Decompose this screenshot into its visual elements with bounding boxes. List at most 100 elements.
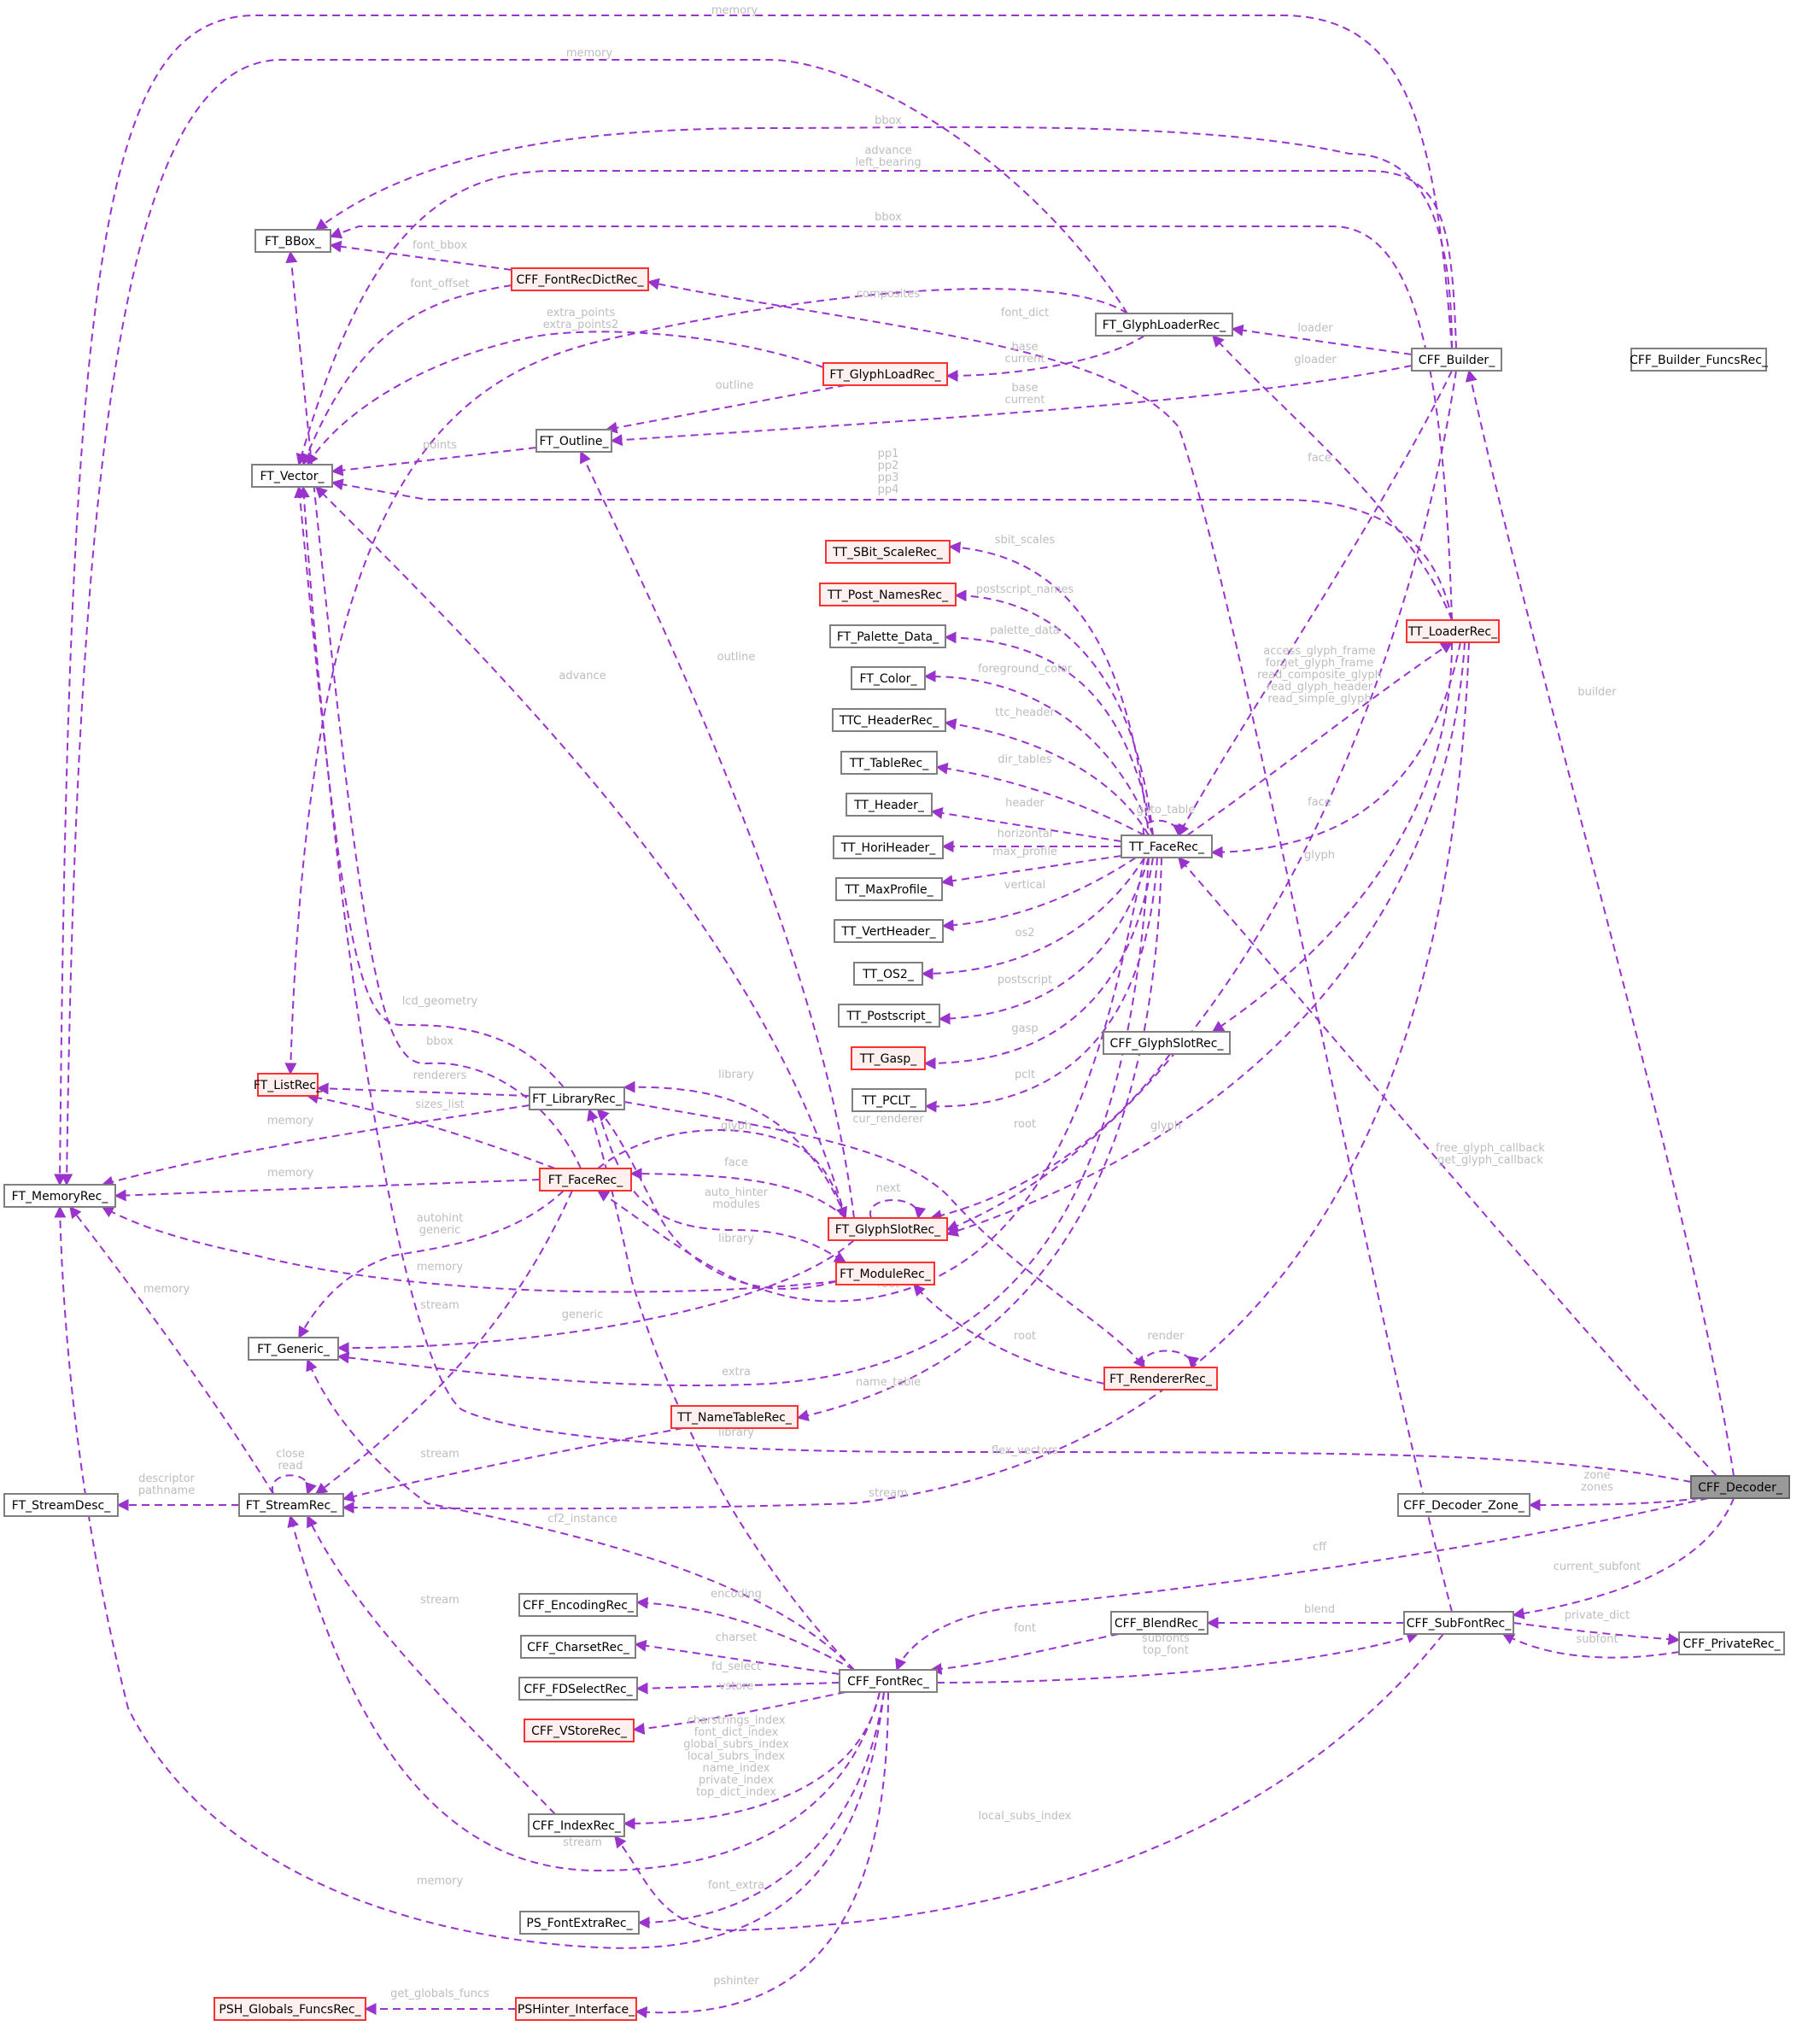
- node-ft-streamrec[interactable]: FT_StreamRec_: [238, 1493, 344, 1517]
- edge-label: loader: [1297, 322, 1333, 335]
- node-ft-rendererrec[interactable]: FT_RendererRec_: [1103, 1367, 1218, 1391]
- edge-cff-subfontrec-to-cff-fontrecdictrec: [647, 278, 1453, 1613]
- node-ft-bbox[interactable]: FT_BBox_: [255, 229, 331, 253]
- node-ttc-headerrec[interactable]: TTC_HeaderRec_: [832, 708, 946, 732]
- node-tt-facerec[interactable]: TT_FaceRec_: [1121, 834, 1213, 858]
- node-cff-builder[interactable]: CFF_Builder_: [1411, 348, 1502, 372]
- edge-tt-facerec-to-tt-vertheader: [941, 857, 1137, 932]
- node-cff-vstorerec[interactable]: CFF_VStoreRec_: [524, 1719, 635, 1742]
- edge-tt-facerec-to-tt-post-namesrec: [954, 589, 1154, 836]
- edge-label: os2: [1015, 927, 1035, 940]
- node-cff-glyphslotrec[interactable]: CFF_GlyphSlotRec_: [1103, 1031, 1231, 1055]
- edge-label: flex_vectors: [992, 1444, 1058, 1457]
- node-tt-header[interactable]: TT_Header_: [846, 793, 933, 817]
- edge-ft-streamrec-to-ft-streamrec: [271, 1474, 317, 1496]
- edge-ft-libraryrec-to-ft-memoryrec: [101, 1104, 530, 1188]
- edge-label: pclt: [1015, 1069, 1035, 1081]
- edge-label: library: [718, 1426, 754, 1439]
- node-box: [528, 1813, 625, 1837]
- node-ft-color[interactable]: FT_Color_: [851, 666, 926, 690]
- edge-cff-decoder-to-cff-fontrec: [895, 1497, 1709, 1672]
- node-cff-blendrec[interactable]: CFF_BlendRec_: [1110, 1611, 1208, 1635]
- edge-label: sbit_scales: [995, 534, 1056, 547]
- node-box: [520, 1635, 636, 1659]
- node-tt-os2[interactable]: TT_OS2_: [853, 962, 923, 986]
- node-ft-vector[interactable]: FT_Vector_: [251, 464, 333, 488]
- node-ft-glyphslotrec[interactable]: FT_GlyphSlotRec_: [828, 1217, 948, 1241]
- edge-tt-facerec-to-tt-loaderrec: [1186, 641, 1454, 836]
- node-cff-fontrec[interactable]: CFF_FontRec_: [839, 1669, 938, 1693]
- node-tt-tablerec[interactable]: TT_TableRec_: [840, 751, 938, 775]
- node-ft-facerec[interactable]: FT_FaceRec_: [539, 1168, 632, 1192]
- edge-label: dir_tables: [998, 753, 1052, 766]
- node-cff-fontrecdictrec[interactable]: CFF_FontRecDictRec_: [511, 267, 649, 291]
- node-tt-maxprofile[interactable]: TT_MaxProfile_: [835, 877, 943, 901]
- node-box: [853, 962, 923, 986]
- edges-layer: [54, 15, 1735, 2018]
- node-tt-gasp[interactable]: TT_Gasp_: [851, 1046, 926, 1070]
- node-ft-listrec[interactable]: FT_ListRec_: [254, 1073, 323, 1097]
- node-tt-post-namesrec[interactable]: TT_Post_NamesRec_: [819, 583, 957, 606]
- node-ft-glyphloadrec[interactable]: FT_GlyphLoadRec_: [822, 362, 948, 386]
- node-pshinter-interface[interactable]: PSHinter_Interface_: [515, 1997, 637, 2021]
- node-label: FT_GlyphLoadRec_: [829, 368, 941, 382]
- node-label: FT_Vector_: [260, 470, 325, 483]
- edge-cff-blendrec-to-cff-fontrec: [929, 1633, 1120, 1675]
- edge-label: root: [1014, 1118, 1036, 1131]
- node-tt-sbit-scalerec[interactable]: TT_SBit_ScaleRec_: [825, 540, 951, 564]
- node-cff-subfontrec[interactable]: CFF_SubFontRec_: [1403, 1611, 1514, 1635]
- node-tt-horiheader[interactable]: TT_HoriHeader_: [833, 835, 944, 859]
- edge-cff-fontrec-to-cff-charsetrec: [634, 1639, 840, 1675]
- node-psh-globals-funcsrec[interactable]: PSH_Globals_FuncsRec_: [214, 1997, 366, 2021]
- node-cff-builder-funcsrec[interactable]: CFF_Builder_FuncsRec_: [1630, 348, 1769, 372]
- node-ft-outline[interactable]: FT_Outline_: [535, 429, 612, 453]
- edge-tt-facerec-to-tt-postscript: [938, 857, 1150, 1025]
- edge-label: builder: [1577, 686, 1617, 699]
- node-ft-streamdesc[interactable]: FT_StreamDesc_: [3, 1493, 119, 1517]
- node-cff-decoder[interactable]: CFF_Decoder_: [1690, 1475, 1790, 1499]
- edge-label: memory: [711, 4, 758, 17]
- node-tt-postscript[interactable]: TT_Postscript_: [838, 1004, 940, 1028]
- edge-label: gasp: [1011, 1022, 1038, 1035]
- edge-cff-fontrec-to-pshinter-interface: [635, 1691, 889, 2018]
- edge-cff-fontrecdictrec-to-ft-bbox: [329, 240, 512, 271]
- node-cff-indexrec[interactable]: CFF_IndexRec_: [528, 1813, 625, 1837]
- edge-tt-facerec-to-ft-palette-data: [944, 631, 1154, 836]
- edge-tt-loaderrec-to-ft-bbox: [329, 225, 1453, 621]
- node-cff-charsetrec[interactable]: CFF_CharsetRec_: [520, 1635, 636, 1659]
- edge-ft-facerec-to-ft-generic: [298, 1190, 565, 1339]
- node-tt-pclt[interactable]: TT_PCLT_: [851, 1088, 927, 1112]
- edge-cff-indexrec-to-ft-streamrec: [307, 1514, 556, 1815]
- node-ps-fontextrarec[interactable]: PS_FontExtraRec_: [519, 1911, 640, 1935]
- node-ft-generic[interactable]: FT_Generic_: [248, 1337, 339, 1361]
- node-box: [251, 464, 333, 488]
- node-ft-memoryrec[interactable]: FT_MemoryRec_: [3, 1184, 116, 1208]
- node-label: TT_TableRec_: [849, 757, 929, 770]
- node-tt-vertheader[interactable]: TT_VertHeader_: [834, 919, 944, 943]
- node-label: TT_HoriHeader_: [840, 841, 937, 855]
- edge-cff-fontrec-to-ps-fontextrarec: [637, 1691, 885, 1929]
- node-label: FT_FaceRec_: [548, 1174, 623, 1187]
- nodes-layer: FT_BBox_ FT_Vector_ CFF_FontRecDictRec_ FT_…: [3, 229, 1790, 2021]
- node-tt-loaderrec[interactable]: TT_LoaderRec_: [1406, 619, 1500, 643]
- node-tt-nametablerec[interactable]: TT_NameTableRec_: [670, 1405, 799, 1429]
- node-box: [822, 362, 948, 386]
- node-label: CFF_Decoder_: [1698, 1481, 1783, 1495]
- node-cff-decoder-zone[interactable]: CFF_Decoder_Zone_: [1397, 1493, 1530, 1517]
- edge-cff-fontrec-to-ft-libraryrec: [587, 1108, 855, 1671]
- node-ft-libraryrec[interactable]: FT_LibraryRec_: [529, 1086, 625, 1110]
- node-box: [511, 267, 649, 291]
- edge-tt-facerec-to-ft-color: [923, 670, 1154, 836]
- node-ft-modulerec[interactable]: FT_ModuleRec_: [835, 1262, 935, 1285]
- edge-label: face: [724, 1157, 748, 1169]
- node-box: [828, 1217, 948, 1241]
- node-cff-encodingrec[interactable]: CFF_EncodingRec_: [518, 1593, 638, 1617]
- node-ft-glyphloaderrec[interactable]: FT_GlyphLoaderRec_: [1095, 313, 1233, 337]
- edge-label: memory: [417, 1261, 464, 1274]
- node-cff-fdselectrec[interactable]: CFF_FDSelectRec_: [518, 1677, 638, 1701]
- node-ft-palette-data[interactable]: FT_Palette_Data_: [829, 624, 946, 648]
- node-cff-privaterec[interactable]: CFF_PrivateRec_: [1678, 1631, 1785, 1655]
